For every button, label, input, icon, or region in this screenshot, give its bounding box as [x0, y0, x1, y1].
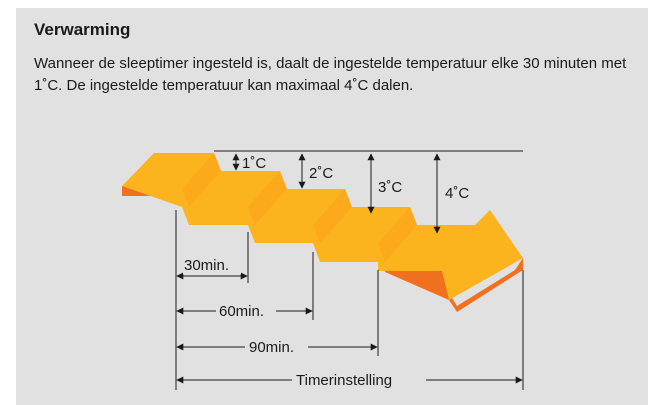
duration-label-30: 30min. [184, 257, 229, 274]
drop-label-3: 3˚C [378, 179, 402, 196]
time-guides [175, 210, 524, 390]
duration-label-60: 60min. [219, 303, 264, 320]
drop-label-1: 1˚C [242, 155, 266, 172]
temperature-drops: 1˚C 2˚C 3˚C 4˚C [232, 153, 469, 234]
drop-label-4: 4˚C [445, 185, 469, 202]
arrow-riser [182, 153, 221, 207]
duration-label-90: 90min. [249, 339, 294, 356]
durations: 30min. 60min. 90min. Timerinstelling [176, 256, 523, 389]
drop-label-2: 2˚C [309, 165, 333, 182]
timer-setting-label: Timerinstelling [296, 372, 392, 389]
section-title: Verwarming [34, 20, 131, 39]
section-description: Wanneer de sleeptimer ingesteld is, daal… [34, 55, 627, 94]
staircase-arrow [122, 153, 523, 312]
